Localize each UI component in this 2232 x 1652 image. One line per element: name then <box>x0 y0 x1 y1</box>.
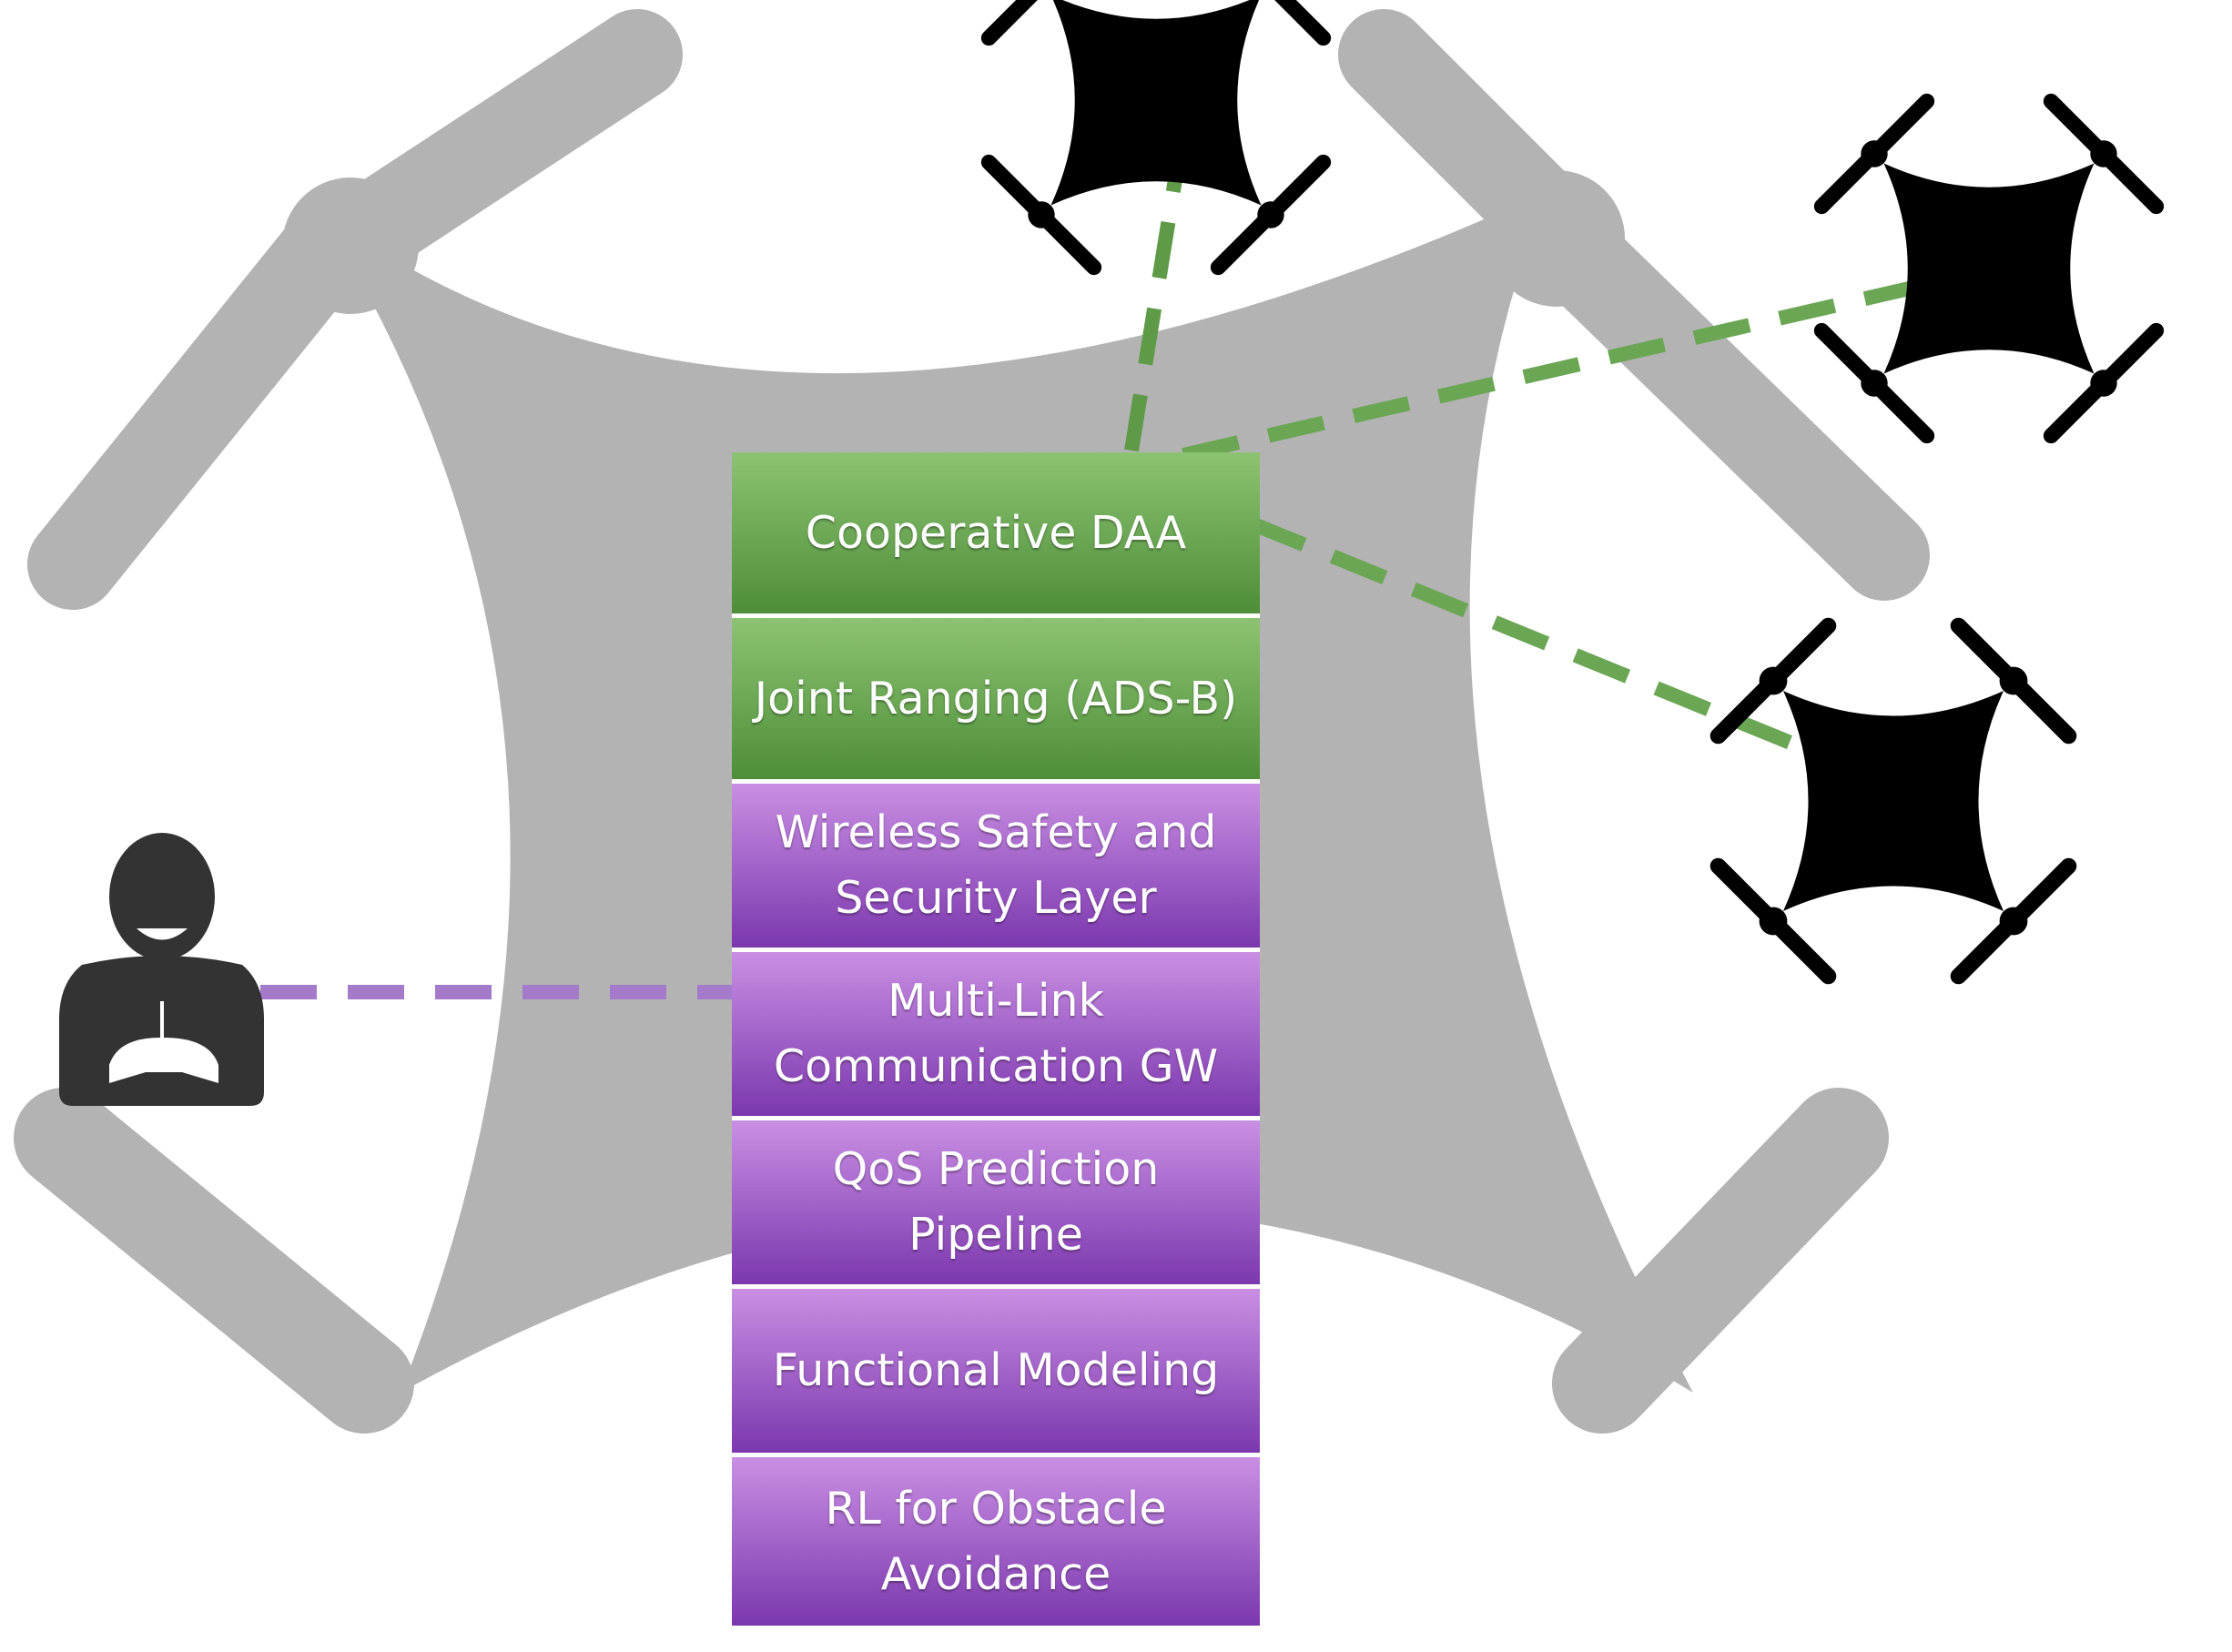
drone-rotor <box>1274 0 1332 46</box>
peer-drones <box>980 0 2165 985</box>
operator-mouth <box>137 928 188 940</box>
drone-hub <box>1028 201 1055 228</box>
peer-drone-right-icon <box>1813 93 2165 444</box>
drone-body <box>1783 691 2004 911</box>
layer-label: Cooperative DAA <box>805 506 1187 559</box>
link-to-right-drone <box>1182 264 1986 462</box>
link-to-lower-right-drone <box>1248 516 1892 790</box>
drone-hub <box>1999 666 2028 695</box>
layer-label: RL for Obstacle Avoidance <box>825 1482 1167 1600</box>
drone-body <box>1883 163 2095 374</box>
layer-label: Wireless Safety and Security Layer <box>775 806 1217 924</box>
host-drone-arm <box>14 1088 414 1434</box>
layer-cooperative-daa: Cooperative DAA <box>732 452 1260 618</box>
drone-body <box>1050 0 1262 206</box>
drone-hub <box>1759 666 1788 695</box>
layer-label: Functional Modeling <box>772 1344 1220 1396</box>
layer-wireless-safety-security: Wireless Safety and Security Layer <box>732 784 1260 952</box>
operator-icon <box>59 833 264 1106</box>
drone-hub <box>1861 140 1888 167</box>
layer-qos-prediction: QoS Prediction Pipeline <box>732 1120 1260 1289</box>
peer-drone-lower-right-icon <box>1710 617 2077 985</box>
layer-rl-obstacle-avoidance: RL for Obstacle Avoidance <box>732 1457 1260 1626</box>
drone-hub <box>1999 907 2028 936</box>
drone-hub <box>1257 201 1284 228</box>
peer-drone-top-icon <box>980 0 1332 276</box>
layer-joint-ranging: Joint Ranging (ADS-B) <box>732 618 1260 784</box>
drone-hub <box>1759 907 1788 936</box>
layer-multi-link-gw: Multi-Link Communication GW <box>732 952 1260 1120</box>
drone-hub <box>1861 370 1888 397</box>
layer-label: QoS Prediction Pipeline <box>832 1143 1160 1261</box>
operator-head <box>109 833 215 960</box>
host-drone-arm <box>27 191 382 610</box>
layer-functional-modeling: Functional Modeling <box>732 1289 1260 1457</box>
host-drone-hub <box>282 177 419 314</box>
drone-hub <box>2090 370 2117 397</box>
layer-label: Multi-Link Communication GW <box>773 975 1219 1092</box>
host-drone-hub <box>1488 170 1625 307</box>
host-drone-arm <box>1552 1088 1889 1434</box>
controller-icon <box>109 1001 218 1083</box>
layer-label: Joint Ranging (ADS-B) <box>754 672 1238 725</box>
drone-hub <box>2090 140 2117 167</box>
drone-rotor <box>980 0 1038 46</box>
protocol-stack: Cooperative DAA Joint Ranging (ADS-B) Wi… <box>732 452 1260 1626</box>
